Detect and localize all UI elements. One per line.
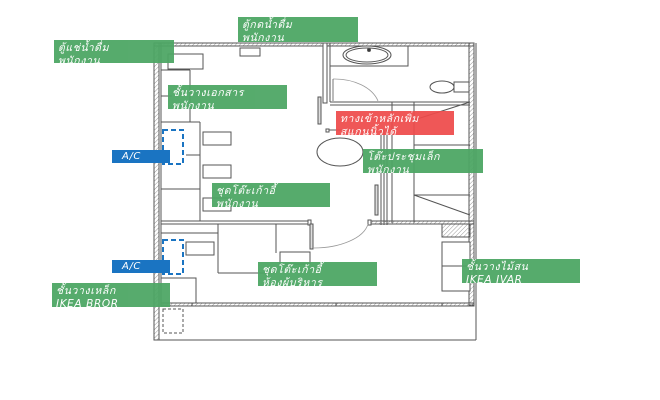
toilet	[429, 80, 455, 94]
label-exec-desks-line2: ห้องผู้บริหาร	[262, 277, 323, 289]
label-steel-shelf: ชั้นวางเหล็ก IKEA BROR	[52, 283, 170, 310]
label-wood-shelf-line1: ชั้นวางไม้สน	[466, 261, 529, 273]
ac-unit-lower	[162, 239, 184, 275]
staff-desk-2	[202, 164, 232, 179]
outer-walls	[153, 42, 477, 341]
bathroom-wall	[322, 42, 328, 104]
exec-desk-1	[185, 241, 215, 256]
label-meeting-table: โต๊ะประชุมเล็ก พนักงาน	[363, 149, 483, 176]
label-ac-lower: A/C	[112, 260, 170, 273]
label-water-dispenser-line1: ตู้กดน้ำดื่ม	[242, 19, 293, 31]
label-main-entrance-line2: สแกนนิ้วได้	[340, 126, 397, 138]
label-meeting-table-line1: โต๊ะประชุมเล็ก	[367, 151, 441, 163]
water-dispenser	[239, 47, 261, 57]
label-document-shelf-line2: พนักงาน	[172, 100, 215, 112]
label-exec-desks: ชุดโต๊ะเก้าอี้ ห้องผู้บริหาร	[258, 262, 377, 289]
ac-units	[162, 129, 184, 334]
ac-unit-upper	[162, 129, 184, 165]
label-steel-shelf-line1: ชั้นวางเหล็ก	[56, 285, 116, 297]
staff-desk-1	[202, 131, 232, 146]
middle-partition	[160, 220, 312, 225]
label-water-fridge-line2: พนักงาน	[58, 55, 101, 67]
label-ac-upper: A/C	[112, 150, 170, 163]
label-water-fridge-line1: ตู้แช่น้ำดื่ม	[58, 42, 110, 54]
label-wood-shelf-line2: IKEA IVAR	[466, 274, 523, 286]
label-exec-desks-line1: ชุดโต๊ะเก้าอี้	[262, 264, 322, 276]
label-main-entrance: ทางเข้าหลักเพิ่ม สแกนนิ้วได้	[336, 111, 454, 138]
label-document-shelf: ชั้นวางเอกสาร พนักงาน	[168, 85, 287, 112]
label-document-shelf-line1: ชั้นวางเอกสาร	[172, 87, 245, 99]
label-staff-desks-line2: พนักงาน	[216, 198, 259, 210]
label-water-dispenser: ตู้กดน้ำดื่ม พนักงาน	[238, 17, 358, 44]
label-water-dispenser-line2: พนักงาน	[242, 32, 285, 44]
label-wood-shelf: ชั้นวางไม้สน IKEA IVAR	[462, 259, 580, 286]
door-swings	[312, 78, 379, 249]
label-steel-shelf-line2: IKEA BROR	[56, 298, 119, 310]
label-meeting-table-line2: พนักงาน	[367, 164, 410, 176]
label-ac-lower-text: A/C	[122, 261, 141, 272]
furniture	[160, 45, 470, 304]
label-water-fridge: ตู้แช่น้ำดื่ม พนักงาน	[54, 40, 174, 67]
meeting-table	[316, 137, 364, 167]
bottom-partition	[160, 302, 475, 307]
ac-unit-bottom	[162, 308, 184, 334]
label-staff-desks-line1: ชุดโต๊ะเก้าอี้	[216, 185, 276, 197]
label-ac-upper-text: A/C	[122, 151, 141, 162]
label-main-entrance-line1: ทางเข้าหลักเพิ่ม	[340, 113, 419, 125]
label-staff-desks: ชุดโต๊ะเก้าอี้ พนักงาน	[212, 183, 330, 210]
